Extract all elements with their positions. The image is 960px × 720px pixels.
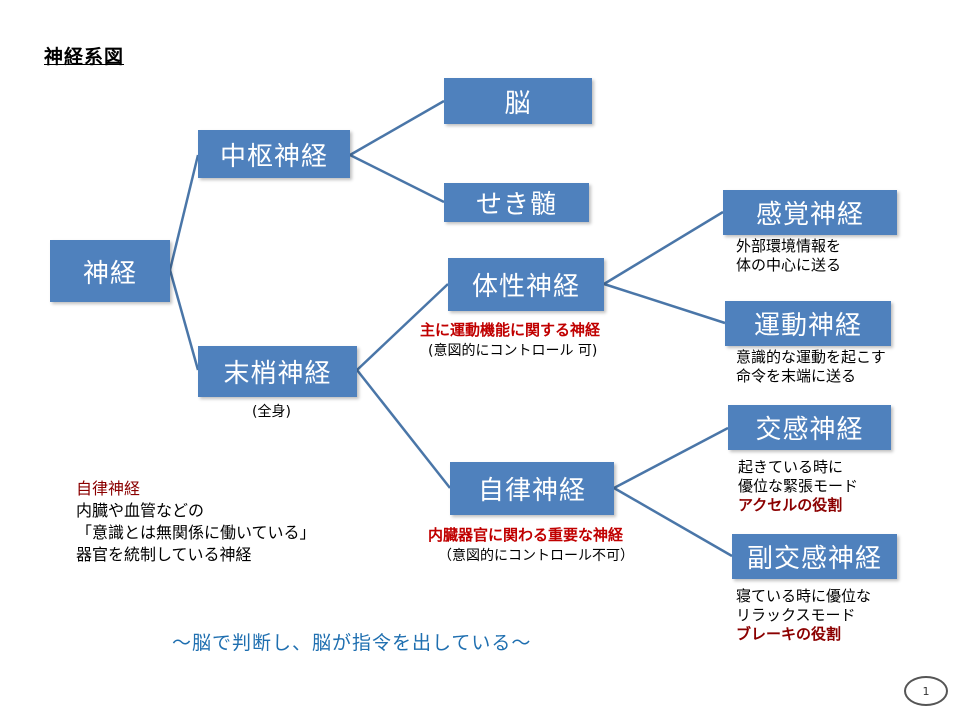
node-peripheral: 末梢神経 bbox=[198, 346, 357, 397]
note-autonomic-main: 内臓器官に関わる重要な神経 bbox=[428, 526, 624, 544]
connector-somatic-motor bbox=[603, 282, 726, 325]
node-sympathetic: 交感神経 bbox=[728, 405, 891, 450]
note-sympathetic: 起きている時に 優位な緊張モード アクセルの役割 bbox=[738, 458, 858, 515]
note-somatic-main: 主に運動機能に関する神経 bbox=[420, 321, 601, 339]
legend-line1: 内臓や血管などの bbox=[76, 501, 205, 520]
note-peripheral-sub: (全身) bbox=[252, 404, 291, 420]
note-sensory-line2: 体の中心に送る bbox=[736, 256, 842, 274]
node-motor: 運動神経 bbox=[725, 301, 891, 346]
page-number: 1 bbox=[904, 676, 948, 706]
note-sensory-line1: 外部環境情報を bbox=[736, 237, 842, 255]
legend-heading: 自律神経 bbox=[76, 479, 141, 498]
connector-peripheral-autonomic bbox=[356, 369, 451, 489]
note-motor-line1: 意識的な運動を起こす bbox=[736, 348, 886, 366]
note-parasympathetic-line2: リラックスモード bbox=[736, 606, 856, 624]
note-sympathetic-line2: 優位な緊張モード bbox=[738, 477, 859, 495]
connector-autonomic-sympathetic bbox=[613, 426, 729, 490]
note-parasympathetic: 寝ている時に優位な リラックスモード ブレーキの役割 bbox=[736, 587, 871, 644]
note-parasympathetic-role: ブレーキの役割 bbox=[736, 625, 842, 643]
node-somatic: 体性神経 bbox=[448, 258, 604, 311]
note-parasympathetic-line1: 寝ている時に優位な bbox=[736, 587, 872, 605]
connector-central-spinal bbox=[349, 153, 445, 204]
node-brain: 脳 bbox=[444, 78, 592, 124]
note-motor: 意識的な運動を起こす 命令を末端に送る bbox=[736, 348, 886, 386]
node-spinal: せき髄 bbox=[444, 183, 589, 222]
connector-root-central bbox=[168, 154, 200, 271]
connector-central-brain bbox=[349, 99, 445, 157]
node-autonomic: 自律神経 bbox=[450, 462, 614, 515]
node-parasympathetic: 副交感神経 bbox=[732, 534, 897, 579]
node-root: 神経 bbox=[50, 240, 170, 302]
note-sympathetic-line1: 起きている時に bbox=[738, 458, 844, 476]
autonomic-legend: 自律神経 内臓や血管などの 「意識とは無関係に働いている」 器官を統制している神… bbox=[76, 478, 316, 566]
note-motor-line2: 命令を末端に送る bbox=[736, 367, 857, 385]
slide-title: 神経系図 bbox=[44, 46, 125, 68]
node-central: 中枢神経 bbox=[198, 130, 350, 178]
slogan: ～脳で判断し、脳が指令を出している～ bbox=[172, 632, 532, 654]
note-somatic-sub: (意図的にコントロール 可) bbox=[428, 343, 598, 359]
connector-root-peripheral bbox=[168, 269, 200, 371]
connector-autonomic-parasympathetic bbox=[613, 486, 733, 558]
note-sensory: 外部環境情報を 体の中心に送る bbox=[736, 237, 841, 275]
node-sensory: 感覚神経 bbox=[723, 190, 897, 235]
note-autonomic-sub: （意図的にコントロール不可） bbox=[438, 548, 634, 564]
legend-line2: 「意識とは無関係に働いている」 bbox=[76, 523, 316, 542]
connector-peripheral-somatic bbox=[356, 283, 449, 371]
connector-somatic-sensory bbox=[603, 210, 724, 286]
legend-line3: 器官を統制している神経 bbox=[76, 545, 252, 564]
note-sympathetic-role: アクセルの役割 bbox=[738, 496, 843, 514]
